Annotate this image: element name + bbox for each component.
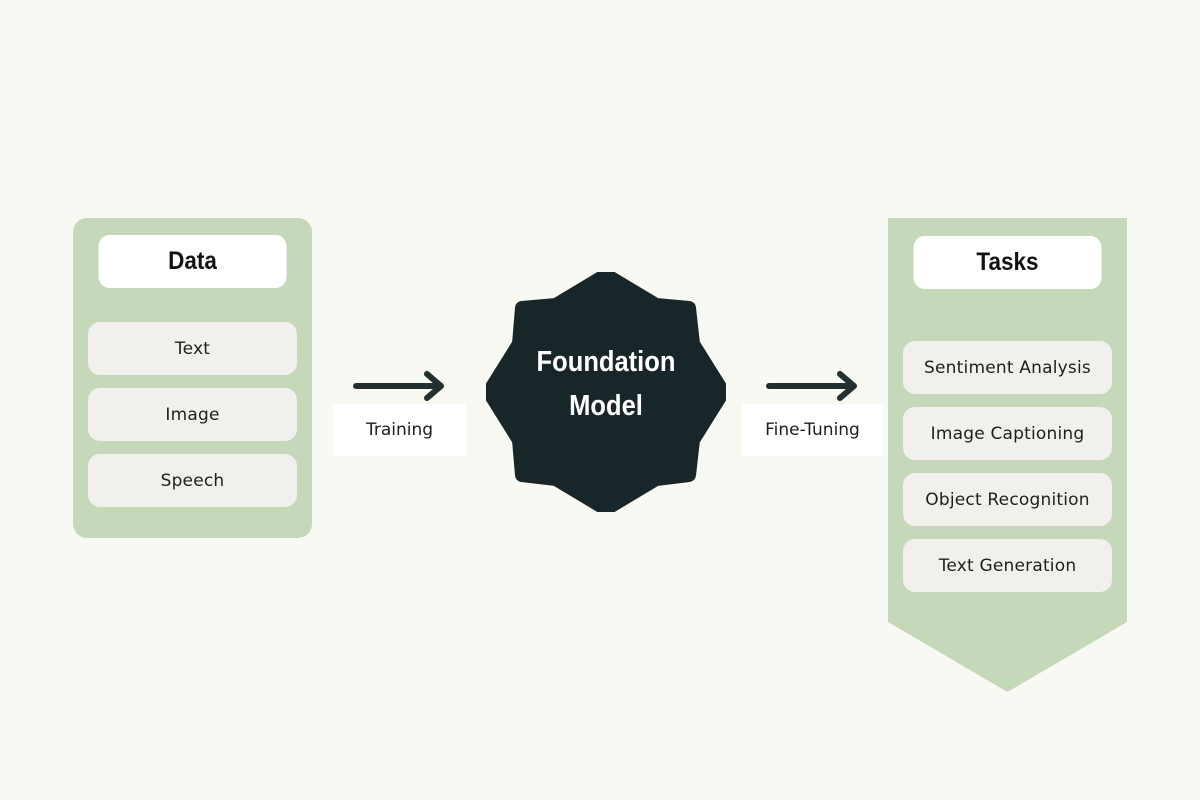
tasks-panel-title: Tasks	[913, 236, 1102, 289]
foundation-model-line1: Foundation	[536, 346, 676, 378]
task-item-object-recognition: Object Recognition	[903, 473, 1112, 526]
data-item-speech: Speech	[88, 454, 297, 507]
foundation-model-label: Foundation Model	[500, 340, 711, 428]
task-item-text-generation: Text Generation	[903, 539, 1112, 592]
fine-tuning-arrow	[766, 371, 857, 401]
task-item-sentiment-analysis: Sentiment Analysis	[903, 341, 1112, 394]
task-item-image-captioning: Image Captioning	[903, 407, 1112, 460]
data-panel: Data Text Image Speech	[73, 218, 312, 538]
foundation-model-node	[486, 272, 726, 512]
foundation-model-line2: Model	[569, 390, 643, 422]
data-item-text: Text	[88, 322, 297, 375]
training-arrow	[353, 371, 444, 401]
fine-tuning-label: Fine-Tuning	[742, 404, 883, 456]
data-item-image: Image	[88, 388, 297, 441]
tasks-panel: Tasks Sentiment Analysis Image Captionin…	[888, 218, 1127, 692]
training-label: Training	[333, 404, 466, 456]
data-panel-title: Data	[98, 235, 287, 288]
